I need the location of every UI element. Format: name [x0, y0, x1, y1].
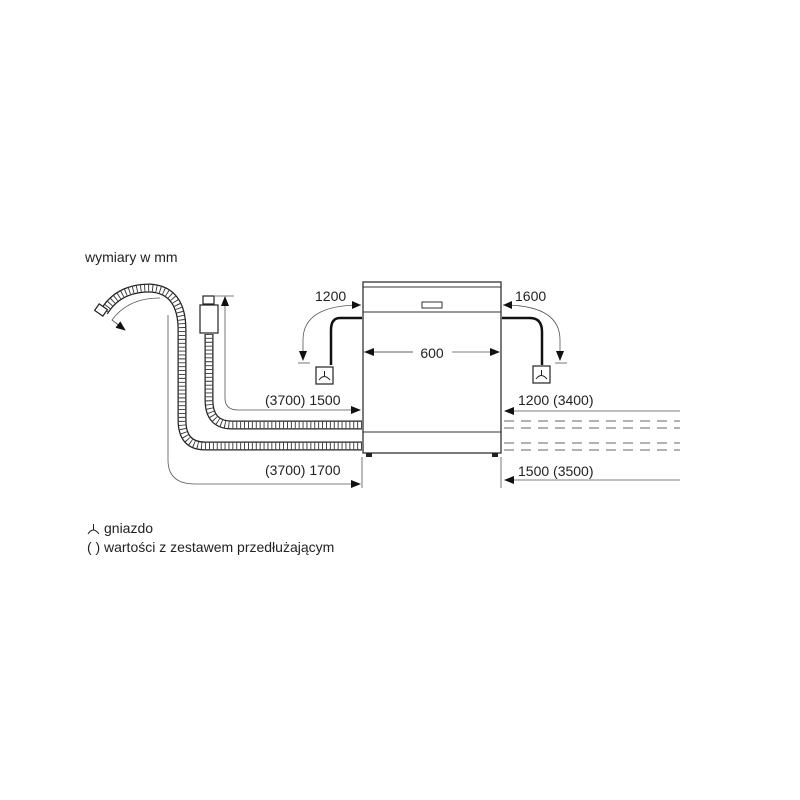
inlet-top-arrow — [221, 296, 229, 306]
power-right-arrowhead — [503, 301, 512, 309]
foot-right — [492, 453, 498, 457]
power-cable-left — [329, 316, 362, 365]
inlet-right-length: 1200 (3400) — [518, 392, 594, 408]
inlet-connector — [202, 295, 215, 305]
power-right-dimension — [502, 304, 564, 361]
power-cable-right — [502, 316, 544, 365]
power-left-dimension — [299, 304, 362, 361]
inlet-dimension-line — [215, 295, 360, 410]
hose-right-dashed — [504, 420, 680, 451]
drain-hose-end — [93, 303, 109, 317]
drain-hose — [93, 283, 362, 451]
inlet-left-length: (3700) 1500 — [265, 392, 341, 408]
drain-end-arrow — [111, 297, 161, 331]
dishwasher-front — [362, 281, 502, 457]
drain-right-length: 1500 (3500) — [518, 463, 594, 479]
inlet-hose — [199, 295, 362, 430]
aquastop-valve — [199, 304, 219, 334]
power-right-length: 1600 — [515, 288, 546, 304]
socket-icon — [532, 365, 551, 384]
drain-left-length: (3700) 1700 — [265, 462, 341, 478]
power-left-length: 1200 — [315, 288, 346, 304]
legend-extension-symbol: ( ) — [87, 539, 100, 555]
legend-socket-icon — [87, 524, 100, 535]
socket-icon — [315, 366, 334, 385]
legend-extension-label: wartości z zestawem przedłużającym — [103, 539, 334, 555]
width-label: 600 — [420, 345, 444, 361]
foot-left — [366, 453, 372, 457]
units-title: wymiary w mm — [84, 249, 178, 265]
drain-dimension-line — [167, 315, 361, 488]
power-left-arrowhead — [352, 301, 361, 309]
display-panel — [421, 301, 443, 309]
legend-socket-label: gniazdo — [104, 520, 153, 536]
